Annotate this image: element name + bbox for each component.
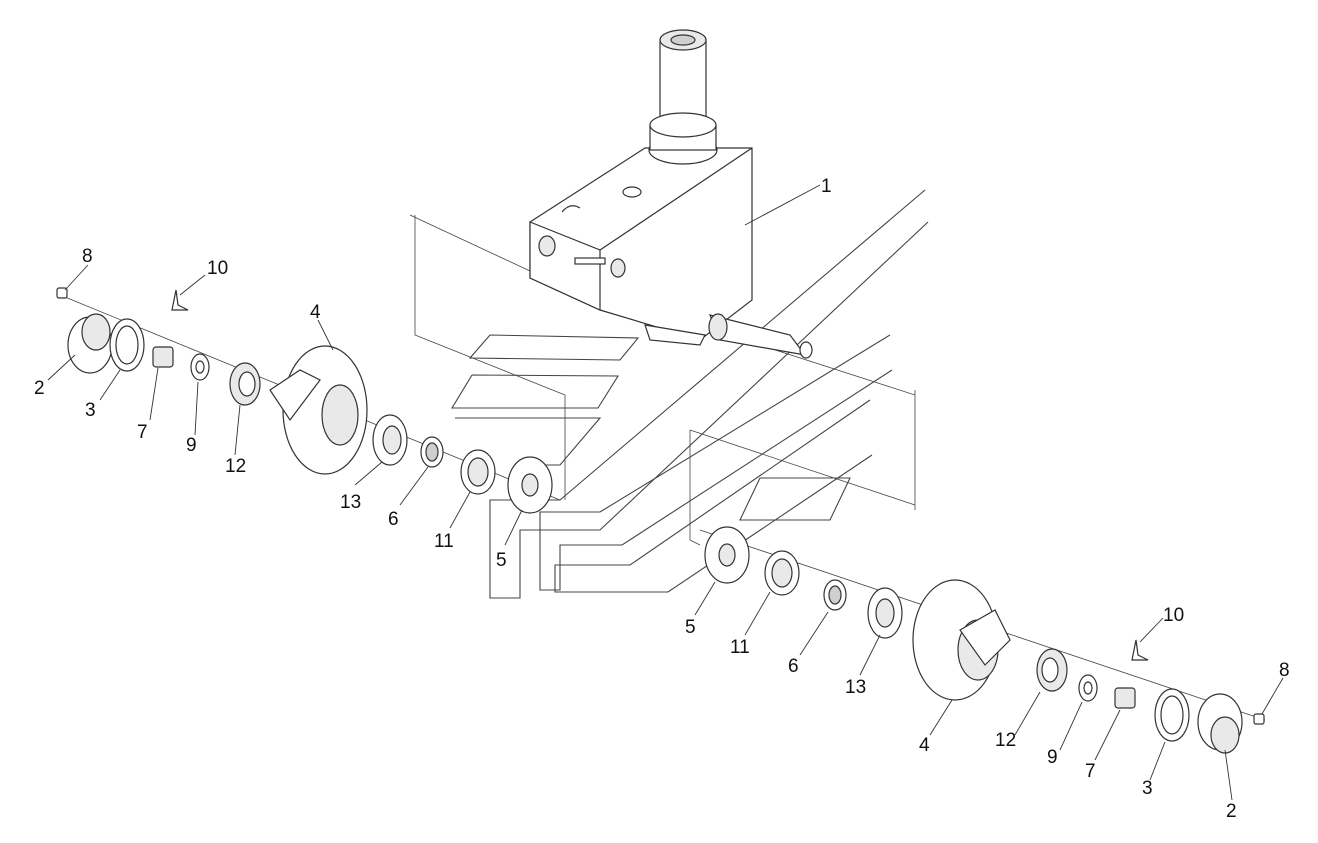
- callout-left-11: 11: [434, 531, 454, 552]
- left-bushing-6: [420, 436, 444, 468]
- right-seal-5: [704, 526, 750, 584]
- callout-left-3: 3: [85, 400, 96, 421]
- callout-left-6: 6: [388, 509, 399, 530]
- left-gasket-3: [109, 318, 145, 372]
- callout-right-3: 3: [1142, 778, 1153, 799]
- right-bushing-6: [823, 579, 847, 611]
- callout-left-2: 2: [34, 378, 45, 399]
- left-spacer-11: [460, 449, 496, 495]
- projection-frame-right: [689, 390, 916, 546]
- callout-right-9: 9: [1047, 747, 1058, 768]
- callout-left-7: 7: [137, 422, 148, 443]
- callout-right-8: 8: [1279, 660, 1290, 681]
- callout-right-4: 4: [919, 735, 930, 756]
- callout-left-4: 4: [310, 302, 321, 323]
- right-bearing-12: [1036, 648, 1068, 692]
- callout-top-1: 1: [821, 176, 832, 197]
- right-cap-2: [1197, 693, 1243, 754]
- callout-left-13: 13: [340, 492, 361, 513]
- callout-left-8: 8: [82, 246, 93, 267]
- callout-right-11: 11: [730, 637, 750, 658]
- callout-left-9: 9: [186, 435, 197, 456]
- direction-arrow-right: [539, 334, 893, 593]
- left-bolt-8: [56, 287, 68, 299]
- right-hub-4: [912, 579, 1011, 701]
- right-pin-10: [1131, 639, 1149, 661]
- left-seal-5: [507, 456, 553, 514]
- leader-lines: [47, 184, 1284, 801]
- left-pin-10: [171, 289, 189, 311]
- callout-left-12: 12: [225, 456, 246, 477]
- callout-right-12: 12: [995, 730, 1016, 751]
- left-bearing-13: [372, 414, 408, 466]
- left-hub-4: [269, 345, 368, 475]
- left-cap-2: [67, 313, 113, 374]
- right-gasket-3: [1154, 688, 1190, 742]
- callout-right-13: 13: [845, 677, 866, 698]
- callout-right-5: 5: [685, 617, 696, 638]
- callout-left-5: 5: [496, 550, 507, 571]
- right-washer-9: [1078, 674, 1098, 702]
- right-nut-7: [1114, 687, 1136, 709]
- projection-frame-left: [414, 215, 566, 500]
- left-washer-9: [190, 353, 210, 381]
- left-bearing-12: [229, 362, 261, 406]
- left-nut-7: [152, 346, 174, 368]
- right-bolt-8: [1253, 713, 1265, 725]
- callout-right-6: 6: [788, 656, 799, 677]
- right-bearing-13: [867, 587, 903, 639]
- callout-left-10: 10: [207, 258, 228, 279]
- housing-part-1: [529, 29, 813, 359]
- callout-right-2: 2: [1226, 801, 1237, 822]
- callout-labels: 8 10 2 3 7 9 12 4 13 6 11 5 1 5 11 6 13 …: [34, 176, 1290, 822]
- right-spacer-11: [764, 550, 800, 596]
- callout-right-10: 10: [1163, 605, 1184, 626]
- callout-right-7: 7: [1085, 761, 1096, 782]
